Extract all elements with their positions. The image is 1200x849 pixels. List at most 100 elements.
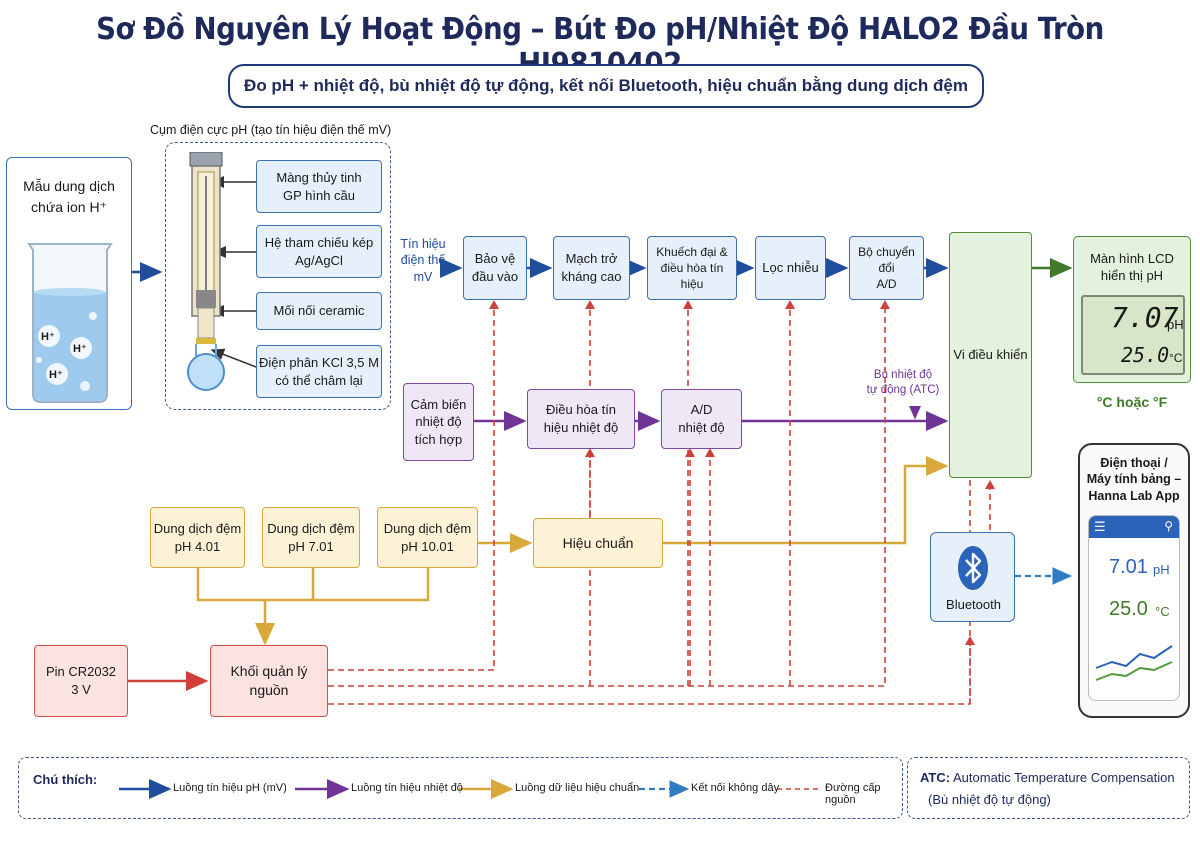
signal-label-line: điện thế bbox=[400, 253, 446, 268]
amplifier-block: Khuếch đại &điều hòa tín hiệu bbox=[647, 236, 737, 300]
buffer-ph10-block: Dung dịch đệm pH 10.01 bbox=[377, 507, 478, 568]
block-label: A/D bbox=[690, 402, 713, 418]
signal-label-line: mV bbox=[413, 269, 433, 284]
block-label: kháng cao bbox=[561, 269, 622, 284]
atc-term: ATC: bbox=[920, 770, 951, 785]
block-label: Khối quản lý bbox=[230, 663, 308, 680]
block-label: Điều hòa tín bbox=[545, 402, 617, 418]
signal-label: Tín hiệu điện thế mV bbox=[396, 236, 450, 285]
sample-label-2: chứa ion H⁺ bbox=[31, 199, 107, 215]
electrode-part-junction: Mối nối ceramic bbox=[256, 292, 382, 330]
atc-definition-panel: ATC: Automatic Temperature Compensation … bbox=[907, 757, 1190, 819]
electrode-icon bbox=[187, 152, 225, 391]
beaker-icon bbox=[27, 243, 113, 403]
legend-item-power: Đường cấp nguồn bbox=[825, 782, 881, 806]
block-label: pH 4.01 bbox=[174, 538, 221, 554]
sample-panel: Mẫu dung dịch chứa ion H⁺ H⁺ H⁺ H⁺ bbox=[6, 157, 132, 410]
block-label: Dung dịch đệm bbox=[153, 520, 242, 536]
legend-item-temp: Luồng tín hiệu nhiệt độ bbox=[351, 782, 463, 794]
lcd-temp-value: 25.0 bbox=[1121, 343, 1170, 367]
phone-screen: ☰ ⚲ 7.01 pH 25.0 °C bbox=[1088, 515, 1180, 701]
menu-icon[interactable]: ☰ bbox=[1094, 519, 1106, 534]
lcd-ph-value: 7.07 bbox=[1111, 301, 1179, 334]
block-label: Bộ chuyển đổi bbox=[858, 244, 915, 275]
block-label: A/D bbox=[876, 277, 897, 292]
block-label: Dung dịch đệm bbox=[383, 520, 472, 536]
block-label: điều hòa tín hiệu bbox=[660, 260, 724, 292]
temp-ad-block: A/D nhiệt độ bbox=[661, 389, 742, 449]
power-management-block: Khối quản lý nguồn bbox=[210, 645, 328, 717]
block-label: Mạch trở bbox=[565, 251, 618, 267]
block-label: nhiệt độ bbox=[678, 420, 725, 435]
block-label: Cảm biến bbox=[410, 396, 467, 412]
mcu-label: Vi điều khiển bbox=[953, 347, 1028, 363]
part-label: Mối nối ceramic bbox=[273, 303, 365, 319]
block-label: pH 7.01 bbox=[288, 538, 334, 554]
bluetooth-block: Bluetooth bbox=[930, 532, 1015, 622]
block-label: Lọc nhiễu bbox=[762, 260, 819, 276]
calibration-block: Hiệu chuẩn bbox=[533, 518, 663, 568]
lcd-temp-unit: °C bbox=[1169, 351, 1183, 365]
bluetooth-label: Bluetooth bbox=[946, 597, 1001, 612]
electrode-group-label: Cụm điện cực pH (tạo tín hiệu điện thế m… bbox=[150, 123, 392, 137]
legend-title: Chú thích: bbox=[33, 772, 98, 787]
atc-label-line: tự động (ATC) bbox=[866, 383, 940, 396]
atc-label: Bù nhiệt độ tự động (ATC) bbox=[858, 368, 948, 398]
lcd-title: Màn hình LCD bbox=[1090, 251, 1174, 266]
legend-item-calib: Luồng dữ liệu hiệu chuẩn bbox=[515, 782, 640, 794]
buffer-ph4-block: Dung dịch đệm pH 4.01 bbox=[150, 507, 245, 568]
calibration-label: Hiệu chuẩn bbox=[562, 534, 634, 551]
microcontroller-block: Vi điều khiển bbox=[949, 232, 1032, 478]
lcd-ph-unit: pH bbox=[1167, 317, 1184, 332]
ion-label-1: H⁺ bbox=[41, 331, 55, 343]
lcd-panel: Màn hình LCD hiển thị pH 7.07 pH 25.0 °C bbox=[1073, 236, 1191, 383]
part-label: Điện phân KCl 3,5 M bbox=[259, 354, 379, 370]
phone-ph-unit: pH bbox=[1153, 562, 1170, 577]
part-label: Ag/AgCl bbox=[295, 252, 343, 268]
subtitle-banner: Đo pH + nhiệt độ, bù nhiệt độ tự động, k… bbox=[228, 64, 984, 108]
block-label: Bảo vệ bbox=[474, 251, 516, 267]
phone-temp-unit: °C bbox=[1155, 604, 1170, 619]
atc-vietnamese: (Bù nhiệt độ tự động) bbox=[928, 792, 1051, 807]
block-label: đầu vào bbox=[471, 269, 519, 284]
phone-panel: Điện thoại / Máy tính bảng – Hanna Lab A… bbox=[1078, 443, 1190, 718]
block-label: pH 10.01 bbox=[401, 538, 454, 554]
phone-title: Điện thoại / bbox=[1100, 456, 1168, 470]
ion-label-3: H⁺ bbox=[49, 369, 63, 381]
block-label: hiệu nhiệt độ bbox=[543, 420, 619, 435]
block-label: 3 V bbox=[71, 682, 91, 697]
ion-label-2: H⁺ bbox=[73, 343, 87, 355]
lcd-units-note: °C hoặc °F bbox=[1096, 394, 1168, 410]
signal-label-line: Tín hiệu bbox=[400, 237, 446, 251]
phone-title: Hanna Lab App bbox=[1088, 488, 1180, 503]
part-label: GP hình cầu bbox=[282, 187, 356, 203]
legend-swatches bbox=[119, 779, 821, 799]
legend-item-wireless: Kết nối không dây bbox=[691, 782, 780, 794]
part-label: Hệ tham chiếu kép bbox=[264, 234, 374, 250]
block-label: nhiệt độ bbox=[415, 414, 462, 430]
part-label: Màng thủy tinh bbox=[276, 169, 362, 185]
input-protection-block: Bảo vệ đầu vào bbox=[463, 236, 527, 300]
lcd-screen: 7.07 pH 25.0 °C bbox=[1081, 295, 1185, 375]
phone-trend-chart bbox=[1095, 645, 1173, 681]
lcd-title: hiển thị pH bbox=[1100, 267, 1164, 283]
phone-temp-value: 25.0 bbox=[1109, 598, 1148, 620]
part-label: có thể châm lại bbox=[275, 372, 363, 388]
legend-panel: Chú thích: Luồng tín hiệu pH (mV) Luồng … bbox=[18, 757, 903, 819]
bluetooth-icon bbox=[958, 546, 988, 590]
search-icon[interactable]: ⚲ bbox=[1164, 519, 1173, 533]
block-label: nguồn bbox=[249, 682, 289, 698]
electrode-part-electrolyte: Điện phân KCl 3,5 M có thể châm lại bbox=[256, 345, 382, 398]
high-impedance-block: Mạch trở kháng cao bbox=[553, 236, 630, 300]
phone-title: Máy tính bảng – bbox=[1086, 472, 1182, 487]
electrode-part-glass-membrane: Màng thủy tinh GP hình cầu bbox=[256, 160, 382, 213]
noise-filter-block: Lọc nhiễu bbox=[755, 236, 826, 300]
atc-label-line: Bù nhiệt độ bbox=[873, 369, 933, 381]
sample-label-1: Mẫu dung dịch bbox=[23, 178, 115, 194]
phone-ph-value: 7.01 bbox=[1109, 556, 1148, 578]
